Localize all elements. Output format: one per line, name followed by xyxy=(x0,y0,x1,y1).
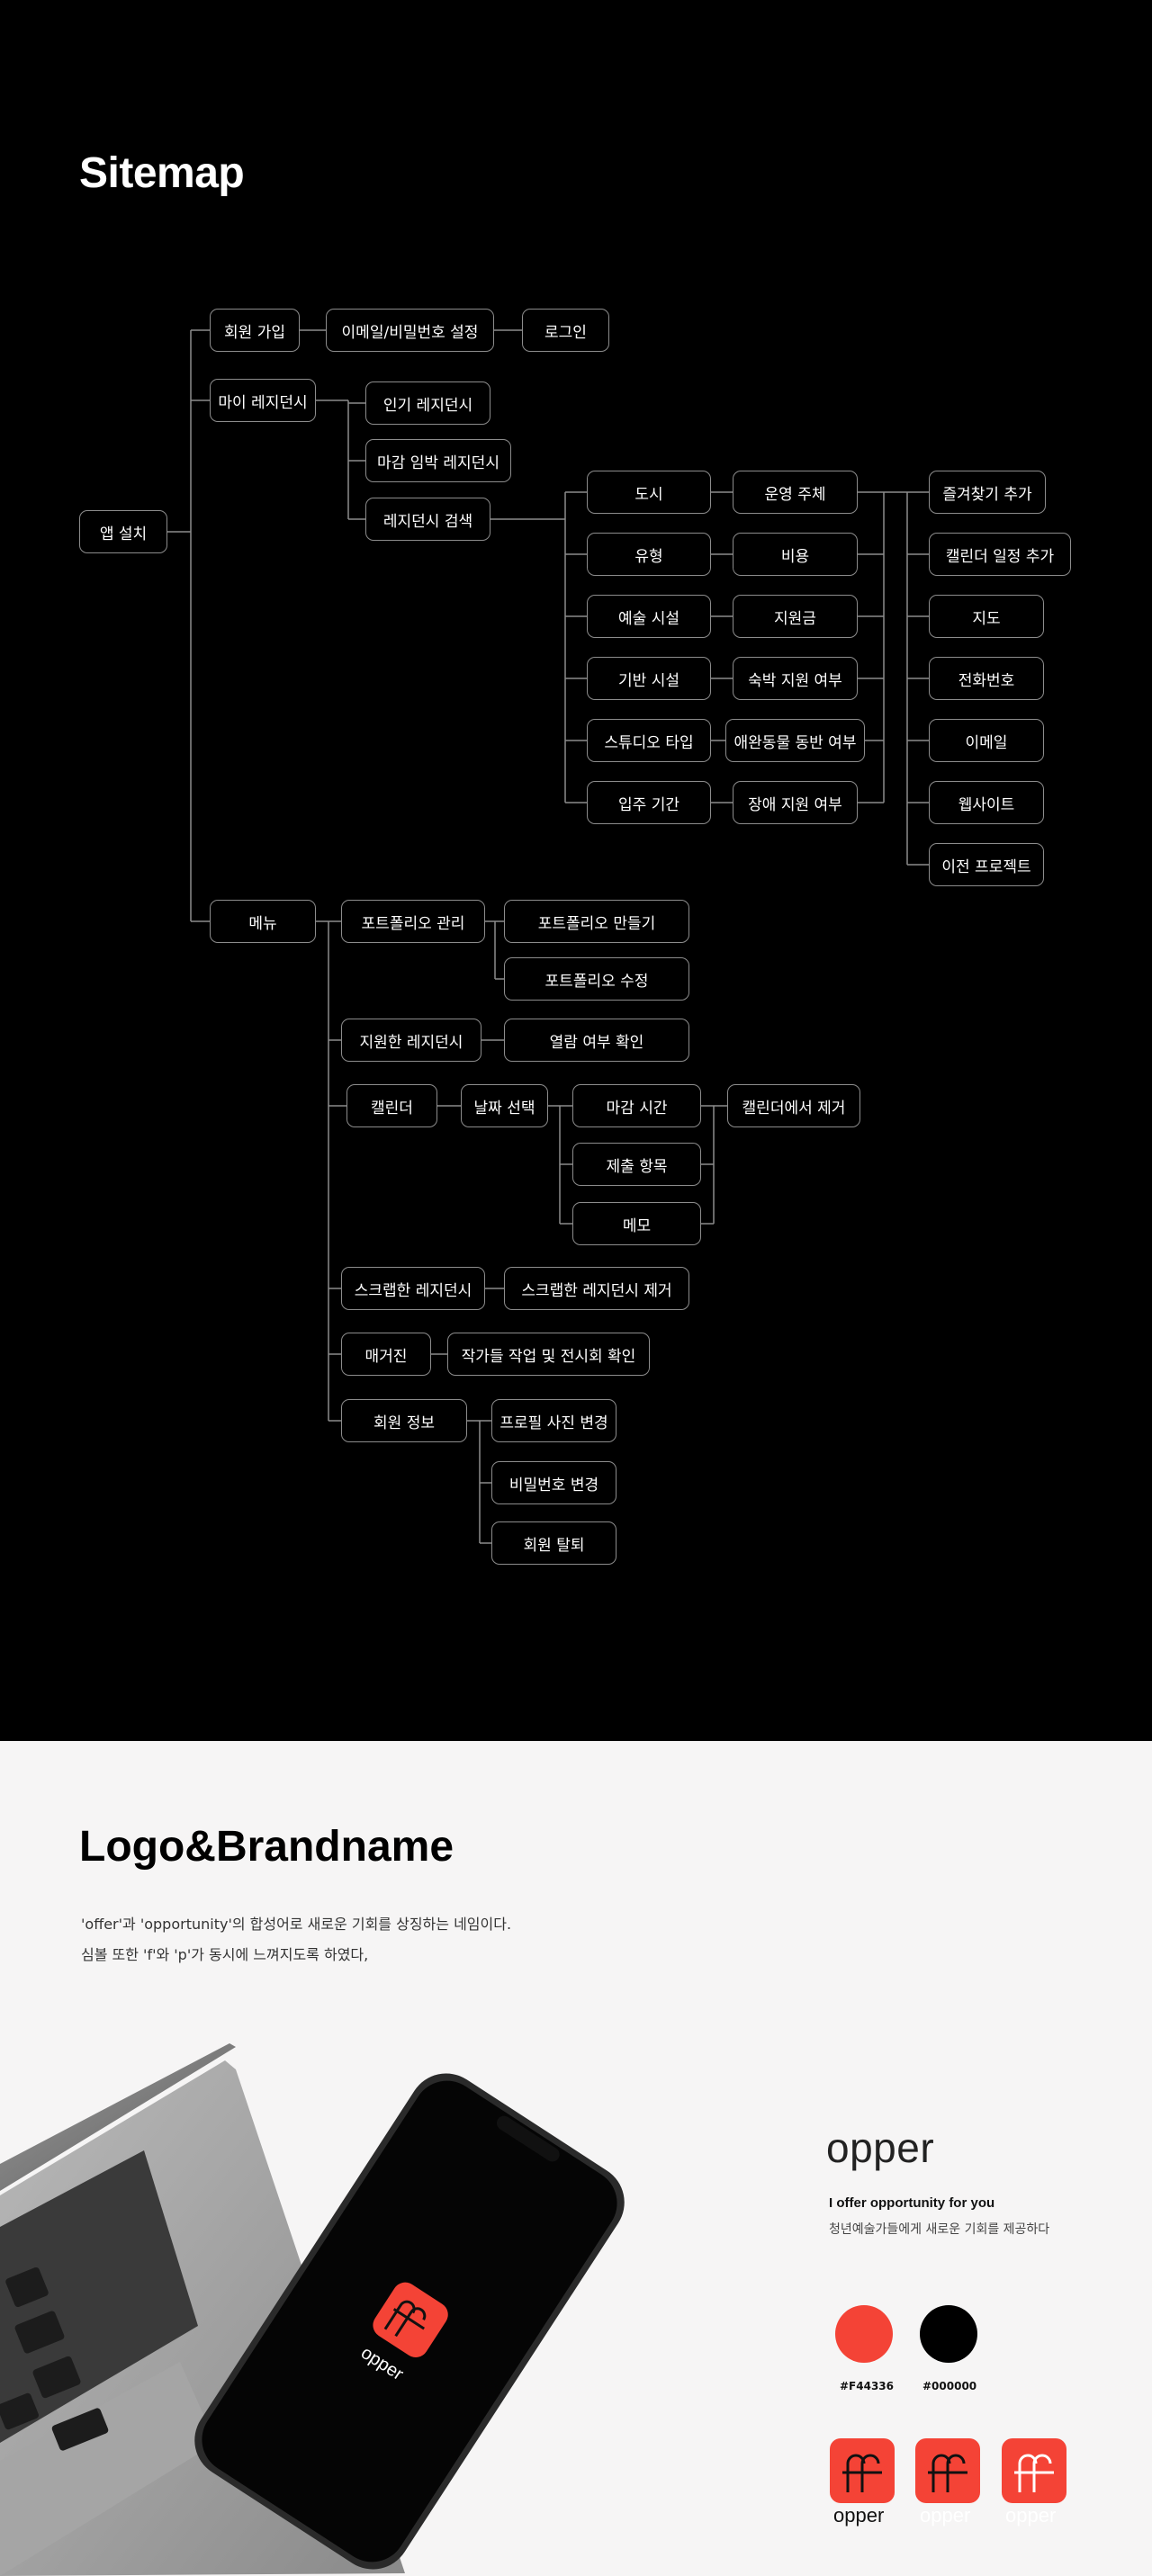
node-pet: 애완동물 동반 여부 xyxy=(725,719,865,762)
color-swatch-black xyxy=(920,2305,977,2363)
symbol-icon xyxy=(842,2454,882,2492)
node-member-info: 회원 정보 xyxy=(341,1399,467,1442)
node-prev-project: 이전 프로젝트 xyxy=(929,843,1044,886)
color-swatch-red xyxy=(835,2305,893,2363)
brand-tagline-sub: 청년예술가들에게 새로운 기회를 제공하다 xyxy=(829,2222,1050,2237)
app-icon-variant-2 xyxy=(915,2438,980,2503)
sitemap-connectors xyxy=(167,329,929,1544)
node-scrapped-residency: 스크랩한 레지던시 xyxy=(341,1267,485,1310)
node-phone: 전화번호 xyxy=(929,657,1044,700)
node-calendar-remove: 캘린더에서 제거 xyxy=(727,1084,860,1127)
node-app-install: 앱 설치 xyxy=(79,510,167,553)
node-portfolio-make: 포트폴리오 만들기 xyxy=(504,900,689,943)
node-studio-type: 스튜디오 타입 xyxy=(587,719,711,762)
node-portfolio-manage: 포트폴리오 관리 xyxy=(341,900,485,943)
node-website: 웹사이트 xyxy=(929,781,1044,824)
node-deadline-residency: 마감 임박 레지던시 xyxy=(365,439,511,482)
node-city: 도시 xyxy=(587,471,711,514)
node-scrap-remove: 스크랩한 레지던시 제거 xyxy=(504,1267,689,1310)
node-map: 지도 xyxy=(929,595,1044,638)
laptop-lid xyxy=(0,2043,236,2191)
symbol-icon xyxy=(928,2454,968,2492)
brand-wordmark: opper xyxy=(826,2124,935,2171)
node-password-change: 비밀번호 변경 xyxy=(491,1461,616,1504)
node-period: 입주 기간 xyxy=(587,781,711,824)
node-menu: 메뉴 xyxy=(210,900,316,943)
phone-app-icon xyxy=(373,2282,448,2357)
node-operator: 운영 주체 xyxy=(733,471,858,514)
node-basic-facility: 기반 시설 xyxy=(587,657,711,700)
node-login: 로그인 xyxy=(522,309,609,352)
node-popular-residency: 인기 레지던시 xyxy=(365,381,490,425)
app-icon-variant-3 xyxy=(1002,2438,1066,2503)
node-withdraw: 회원 탈퇴 xyxy=(491,1521,616,1565)
node-type: 유형 xyxy=(587,533,711,576)
node-portfolio-edit: 포트폴리오 수정 xyxy=(504,957,689,1001)
brand-section: Logo&Brandname 'offer'과 'opportunity'의 합… xyxy=(0,1741,1152,2576)
node-disability: 장애 지원 여부 xyxy=(733,781,858,824)
node-magazine: 매거진 xyxy=(341,1333,431,1376)
color-hex-black: #000000 xyxy=(922,2380,977,2392)
app-icon-variant-1 xyxy=(830,2438,895,2503)
node-favorite: 즐겨찾기 추가 xyxy=(929,471,1046,514)
node-email: 이메일 xyxy=(929,719,1044,762)
node-submit-items: 제출 항목 xyxy=(572,1143,701,1186)
node-memo: 메모 xyxy=(572,1202,701,1245)
color-hex-red: #F44336 xyxy=(840,2380,894,2392)
node-signup: 회원 가입 xyxy=(210,309,300,352)
node-residency-search: 레지던시 검색 xyxy=(365,498,490,541)
laptop-keys xyxy=(0,2266,109,2451)
node-lodging: 숙박 지원 여부 xyxy=(733,657,858,700)
node-read-check: 열람 여부 확인 xyxy=(504,1019,689,1062)
node-applied-residency: 지원한 레지던시 xyxy=(341,1019,482,1062)
node-calendar: 캘린더 xyxy=(346,1084,437,1127)
symbol-icon xyxy=(1014,2454,1054,2492)
node-calendar-add: 캘린더 일정 추가 xyxy=(929,533,1071,576)
node-date-select: 날짜 선택 xyxy=(461,1084,548,1127)
node-profile-photo: 프로필 사진 변경 xyxy=(491,1399,616,1442)
node-grant: 지원금 xyxy=(733,595,858,638)
node-artist-work: 작가들 작업 및 전시회 확인 xyxy=(447,1333,650,1376)
phone-mockup: opper xyxy=(194,2073,625,2570)
sitemap-section: Sitemap xyxy=(0,0,1152,1741)
brand-title: Logo&Brandname xyxy=(79,1823,454,1871)
app-label-3: opper xyxy=(1005,2504,1057,2527)
node-art-facility: 예술 시설 xyxy=(587,595,711,638)
brand-tagline: I offer opportunity for you xyxy=(829,2195,995,2211)
node-cost: 비용 xyxy=(733,533,858,576)
app-label-2: opper xyxy=(920,2504,971,2527)
node-email-password: 이메일/비밀번호 설정 xyxy=(326,309,494,352)
node-deadline-time: 마감 시간 xyxy=(572,1084,701,1127)
sitemap-title: Sitemap xyxy=(79,149,245,197)
mockup-scene: opper xyxy=(0,2043,625,2576)
app-label-1: opper xyxy=(833,2504,885,2527)
node-my-residency: 마이 레지던시 xyxy=(210,379,316,422)
brand-description-line-1: 'offer'과 'opportunity'의 합성어로 새로운 기회를 상징하… xyxy=(81,1916,512,1933)
brand-description-line-2: 심볼 또한 'f'와 'p'가 동시에 느껴지도록 하였다, xyxy=(81,1946,369,1963)
